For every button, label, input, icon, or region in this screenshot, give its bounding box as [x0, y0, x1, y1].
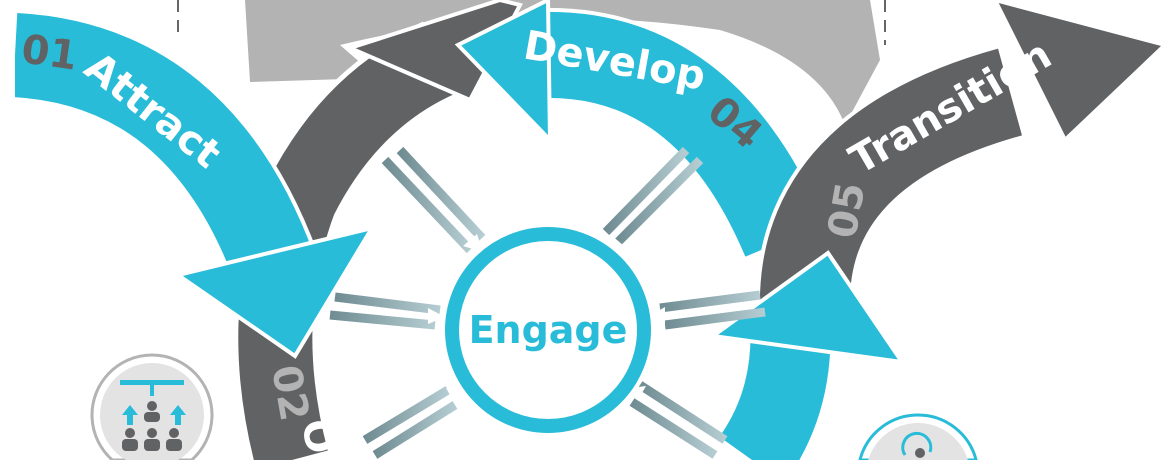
stage-05-number: 05: [820, 179, 875, 242]
spoke: [664, 307, 766, 330]
stage-01-arrowhead: [173, 224, 377, 359]
stage-04-arrowhead: [454, 0, 553, 146]
stage-02-arrowhead: [344, 0, 523, 103]
spoke-arrow-icon: [648, 307, 665, 325]
spoke-arrow-icon: [446, 388, 462, 402]
left-edge-mask: [0, 0, 15, 120]
stage-01-band: [11, 13, 315, 285]
spoke: [637, 381, 728, 444]
spoke: [614, 156, 704, 246]
spoke: [602, 146, 690, 236]
spoke: [381, 156, 474, 254]
engage-circle: [445, 227, 651, 433]
spoke-arrow-icon: [463, 234, 483, 252]
spoke: [362, 386, 451, 444]
spoke: [372, 401, 458, 459]
stage-02-label: O: [292, 416, 343, 457]
spoke-arrow-icon: [630, 386, 646, 400]
stage-02-band: [238, 26, 456, 460]
spoke: [334, 292, 441, 315]
spoke: [659, 290, 761, 313]
stage-return-arrowhead: [707, 250, 907, 365]
stage-05-arrowhead: [992, 0, 1169, 144]
spokes: [329, 146, 766, 459]
org-chart-people-icon: [90, 353, 214, 460]
spoke: [396, 146, 486, 242]
spoke-arrow-icon: [428, 308, 445, 324]
person-cycle-icon: [858, 413, 978, 460]
stage-02-number: 02: [262, 362, 317, 425]
stage-04-band: [538, 11, 825, 258]
spoke: [629, 398, 718, 459]
engage-label: Engage: [469, 308, 628, 352]
stage-01-number: 01: [19, 26, 81, 79]
spoke: [329, 310, 436, 330]
